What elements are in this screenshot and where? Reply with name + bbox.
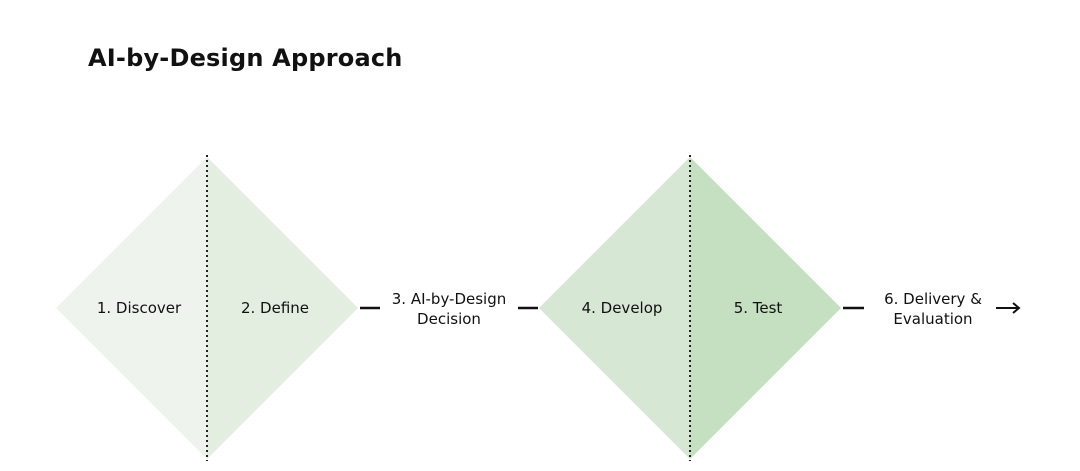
diamond-develop-half	[539, 157, 690, 459]
stage-label-discover: 1. Discover	[96, 299, 182, 317]
step-label-delivery-evaluation: 6. Delivery & Evaluation	[884, 289, 982, 329]
diamond-test-half	[690, 157, 841, 459]
step-label-ai-decision: 3. AI-by-Design Decision	[392, 289, 507, 329]
step-label-delivery-line-1: 6. Delivery &	[884, 290, 982, 308]
step-label-ai-decision-line-1: 3. AI-by-Design	[391, 290, 507, 308]
step-label-delivery-line-2: Evaluation	[893, 310, 973, 328]
page-title: AI-by-Design Approach	[88, 44, 403, 72]
stage-label-develop: 4. Develop	[581, 299, 663, 317]
stage-label-define: 2. Define	[240, 299, 310, 317]
diamond-discover-half	[56, 157, 207, 459]
step-label-ai-decision-line-2: Decision	[417, 310, 481, 328]
arrow-right-icon	[996, 302, 1021, 314]
stage-label-test: 5. Test	[733, 299, 783, 317]
diamond-define-half	[207, 157, 358, 459]
